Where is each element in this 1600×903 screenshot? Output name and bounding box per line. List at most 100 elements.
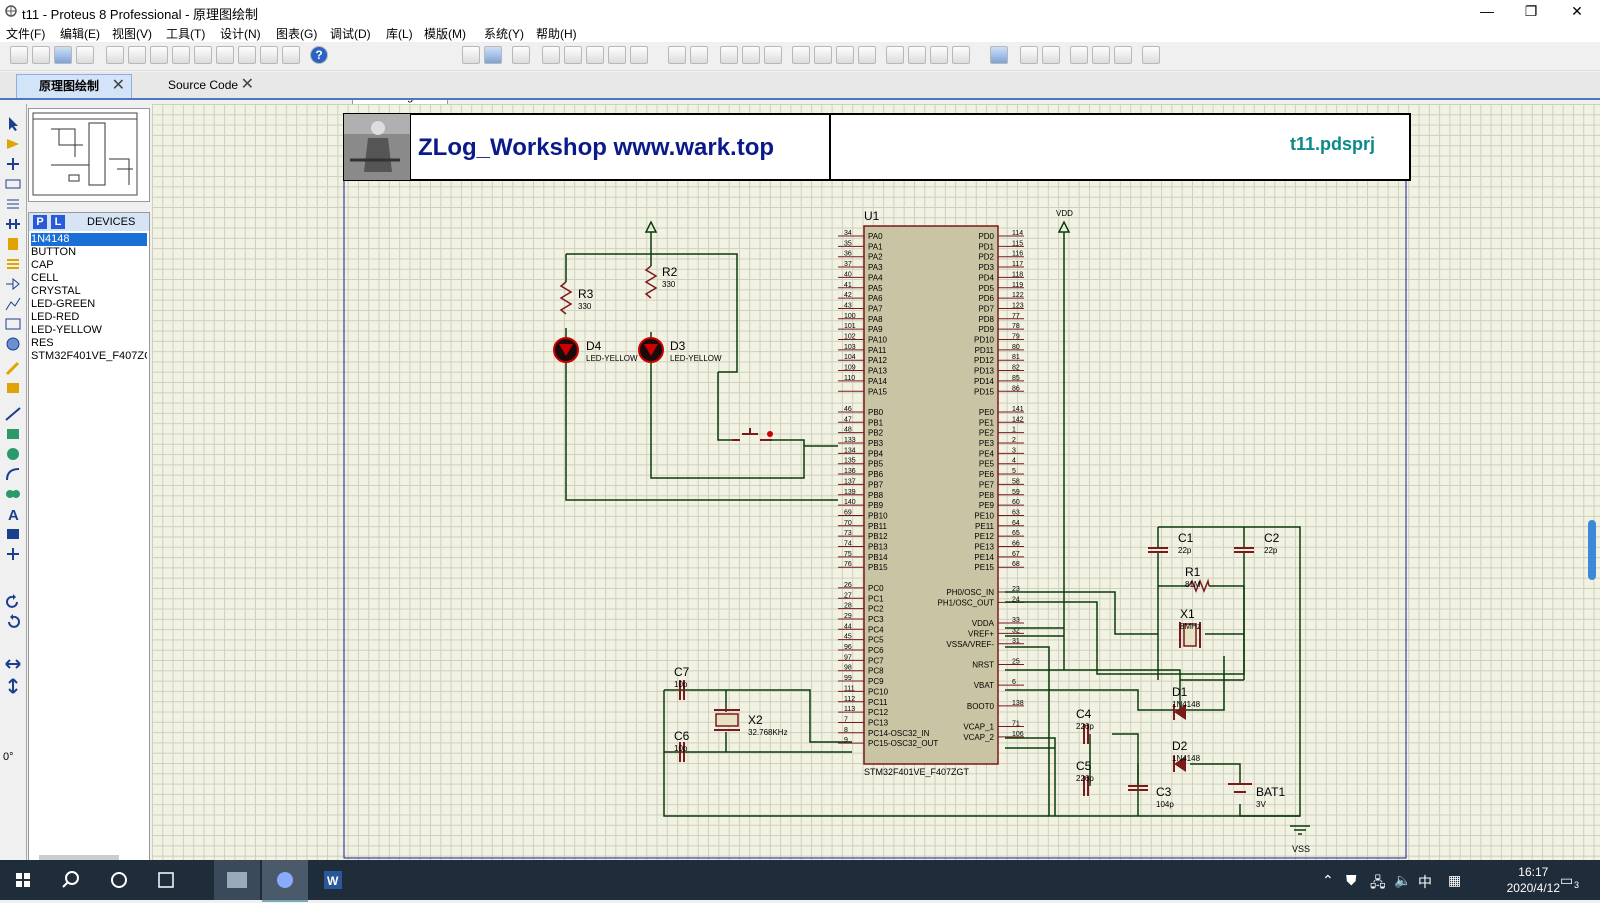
line-tool-icon[interactable] xyxy=(4,406,22,422)
devices-scrollbar[interactable] xyxy=(39,855,119,861)
pan-icon[interactable] xyxy=(542,46,560,64)
device-item[interactable]: LED-GREEN xyxy=(31,298,96,310)
copy-icon[interactable] xyxy=(742,46,760,64)
restore-button[interactable]: ❐ xyxy=(1524,3,1538,19)
text-tool-icon[interactable]: A xyxy=(4,506,22,522)
close-window-button[interactable]: ✕ xyxy=(1571,3,1583,19)
close-tab-icon[interactable]: ✕ xyxy=(111,77,125,94)
paste-icon[interactable] xyxy=(764,46,782,64)
tape-recorder-icon[interactable] xyxy=(4,316,22,332)
zoom-in-icon[interactable] xyxy=(564,46,582,64)
tab-schematic[interactable]: 原理图绘制 ✕ xyxy=(16,74,132,98)
menu-file[interactable]: 文件(F) xyxy=(6,27,46,41)
menu-library[interactable]: 库(L) xyxy=(386,27,413,41)
gerber-icon[interactable] xyxy=(194,46,212,64)
new-file-icon[interactable] xyxy=(10,46,28,64)
circle-tool-icon[interactable] xyxy=(4,446,22,462)
flip-vertical-icon[interactable] xyxy=(4,678,22,694)
pick-devices-button[interactable]: P xyxy=(33,215,47,229)
text-script-icon[interactable] xyxy=(4,196,22,212)
device-item[interactable]: CRYSTAL xyxy=(31,285,81,297)
menu-graph[interactable]: 图表(G) xyxy=(276,27,318,41)
open-file-icon[interactable] xyxy=(32,46,50,64)
subcircuit-icon[interactable] xyxy=(4,236,22,252)
wire-autorouter-icon[interactable] xyxy=(990,46,1008,64)
block-delete-icon[interactable] xyxy=(858,46,876,64)
junction-dot-icon[interactable] xyxy=(4,156,22,172)
source-icon[interactable] xyxy=(260,46,278,64)
3d-icon[interactable] xyxy=(172,46,190,64)
import-icon[interactable] xyxy=(76,46,94,64)
notification-center-icon[interactable]: ▭ xyxy=(1560,872,1574,888)
buses-icon[interactable] xyxy=(4,216,22,232)
generator-icon[interactable] xyxy=(4,336,22,352)
schematic-icon[interactable] xyxy=(128,46,146,64)
menu-debug[interactable]: 调试(D) xyxy=(330,27,371,41)
windows-start-icon[interactable] xyxy=(0,860,46,900)
taskbar-app-word[interactable]: W xyxy=(310,860,356,900)
marker-tool-icon[interactable] xyxy=(4,546,22,562)
design-explorer-icon[interactable] xyxy=(238,46,256,64)
menu-system[interactable]: 系统(Y) xyxy=(484,27,524,41)
tab-source-code[interactable]: Source Code ✕ xyxy=(146,74,260,98)
pcb-icon[interactable] xyxy=(150,46,168,64)
menu-tools[interactable]: 工具(T) xyxy=(166,27,206,41)
exit-to-parent-icon[interactable] xyxy=(1114,46,1132,64)
search-icon[interactable] xyxy=(1020,46,1038,64)
schematic-canvas[interactable]: ZLog_Workshop www.wark.top t11.pdsprj U1… xyxy=(152,104,1600,860)
device-item[interactable]: CELL xyxy=(31,272,59,284)
ime-mode[interactable]: 中 xyxy=(1418,874,1432,890)
schematic-drawing[interactable]: ZLog_Workshop www.wark.top t11.pdsprj U1… xyxy=(152,104,1600,860)
clock[interactable]: 16:17 2020/4/12 xyxy=(1507,864,1560,896)
show-hidden-icons-chevron-icon[interactable]: ⌃ xyxy=(1322,872,1334,888)
block-move-icon[interactable] xyxy=(814,46,832,64)
notes-icon[interactable] xyxy=(282,46,300,64)
security-shield-icon[interactable]: ⛊ xyxy=(1346,872,1357,888)
block-copy-icon[interactable] xyxy=(792,46,810,64)
taskbar-app-explorer[interactable] xyxy=(214,860,260,900)
rotation-angle[interactable]: 0° xyxy=(3,751,14,763)
save-icon[interactable] xyxy=(54,46,72,64)
property-assign-icon[interactable] xyxy=(1042,46,1060,64)
volume-icon[interactable]: 🔈 xyxy=(1394,872,1412,888)
search-icon[interactable] xyxy=(48,860,94,900)
symbol-tool-icon[interactable] xyxy=(4,526,22,542)
menu-design[interactable]: 设计(N) xyxy=(220,27,261,41)
wire-label-icon[interactable] xyxy=(4,176,22,192)
device-item[interactable]: LED-YELLOW xyxy=(31,324,102,336)
grid-icon[interactable] xyxy=(484,46,502,64)
graph-mode-icon[interactable] xyxy=(4,296,22,312)
vertical-scroll-thumb[interactable] xyxy=(1588,520,1596,580)
device-item[interactable]: LED-RED xyxy=(31,311,80,323)
terminals-icon[interactable] xyxy=(4,256,22,272)
home-icon[interactable] xyxy=(106,46,124,64)
new-sheet-icon[interactable] xyxy=(1070,46,1088,64)
device-item[interactable]: STM32F401VE_F407ZG xyxy=(31,350,147,362)
virtual-instruments-icon[interactable] xyxy=(4,380,22,396)
help-icon[interactable]: ? xyxy=(310,46,328,64)
minimize-button[interactable]: — xyxy=(1480,3,1494,19)
make-device-icon[interactable] xyxy=(908,46,926,64)
keyboard-grid-icon[interactable]: ▦ xyxy=(1448,872,1462,888)
bom-icon[interactable] xyxy=(216,46,234,64)
device-item[interactable]: CAP xyxy=(31,259,54,271)
package-icon[interactable] xyxy=(930,46,948,64)
overview-window[interactable] xyxy=(28,108,150,202)
menu-help[interactable]: 帮助(H) xyxy=(536,27,577,41)
selection-mode-icon[interactable] xyxy=(4,116,22,132)
device-pins-icon[interactable] xyxy=(4,276,22,292)
remove-sheet-icon[interactable] xyxy=(1092,46,1110,64)
voltage-probe-icon[interactable] xyxy=(4,360,22,376)
block-rotate-icon[interactable] xyxy=(836,46,854,64)
component-mode-icon[interactable] xyxy=(4,136,22,152)
close-tab-icon[interactable]: ✕ xyxy=(240,76,254,93)
cortana-icon[interactable] xyxy=(96,860,142,900)
zoom-out-icon[interactable] xyxy=(586,46,604,64)
path-tool-icon[interactable] xyxy=(4,486,22,502)
menu-template[interactable]: 模版(M) xyxy=(424,27,466,41)
taskbar-app-proteus[interactable] xyxy=(262,860,308,902)
origin-icon[interactable] xyxy=(512,46,530,64)
undo-icon[interactable] xyxy=(668,46,686,64)
redo-icon[interactable] xyxy=(690,46,708,64)
device-item[interactable]: RES xyxy=(31,337,54,349)
